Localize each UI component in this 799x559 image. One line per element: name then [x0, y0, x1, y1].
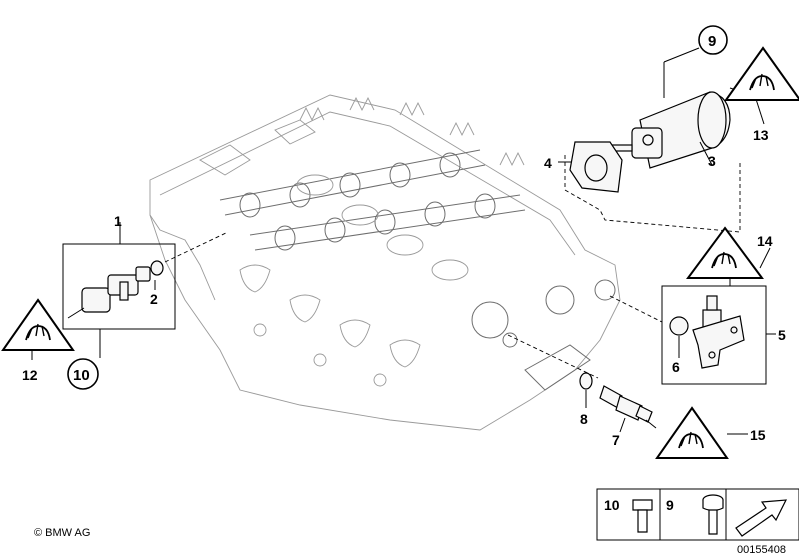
warning-triangle-icon: [1, 298, 75, 351]
o-ring-6[interactable]: [669, 316, 689, 336]
label-12: 12: [22, 367, 38, 383]
temperature-sender[interactable]: [599, 385, 653, 423]
legend-bolt-a-number: 10: [604, 497, 620, 513]
arrow-icon: [735, 499, 788, 537]
sealing-ring-8[interactable]: [579, 372, 593, 390]
vanos-adjustment-motor[interactable]: [611, 91, 731, 169]
warning-triangle-icon: [724, 46, 799, 101]
label-3: 3: [708, 153, 716, 169]
label-bubble-9: [698, 25, 728, 55]
copyright-text: © BMW AG: [34, 527, 90, 539]
sensor-group-box: [661, 285, 767, 385]
camshaft-sensor[interactable]: [692, 295, 745, 369]
warning-triangle-icon: [686, 226, 764, 279]
motor-position-leader: [564, 155, 741, 233]
sender-position-leader: [507, 334, 599, 379]
label-5: 5: [778, 327, 786, 343]
label-bubble-10: [67, 358, 99, 390]
label-4: 4: [544, 155, 552, 171]
label-10: 10: [73, 367, 90, 384]
label-13: 13: [753, 127, 769, 143]
legend-bolt-b-number: 9: [666, 497, 674, 513]
solenoid-position-leader: [164, 231, 229, 263]
label-9: 9: [708, 33, 716, 50]
bolt-icon: [702, 494, 724, 535]
label-1: 1: [114, 213, 122, 229]
label-14: 14: [757, 233, 773, 249]
cylinder-head-drawing: [149, 94, 621, 431]
bolt-icon: [632, 499, 653, 533]
warning-triangle-icon: [655, 406, 729, 459]
solenoid-group-box: [62, 243, 176, 330]
o-ring-2[interactable]: [150, 260, 164, 276]
label-15: 15: [750, 427, 766, 443]
vanos-solenoid-valve[interactable]: [67, 266, 151, 319]
bolt-legend: 10 9: [596, 488, 799, 541]
label-8: 8: [580, 411, 588, 427]
label-6: 6: [672, 359, 680, 375]
label-2: 2: [150, 291, 158, 307]
drawing-number: 00155408: [737, 544, 786, 556]
label-7: 7: [612, 432, 620, 448]
sensor-position-leader: [609, 295, 663, 323]
